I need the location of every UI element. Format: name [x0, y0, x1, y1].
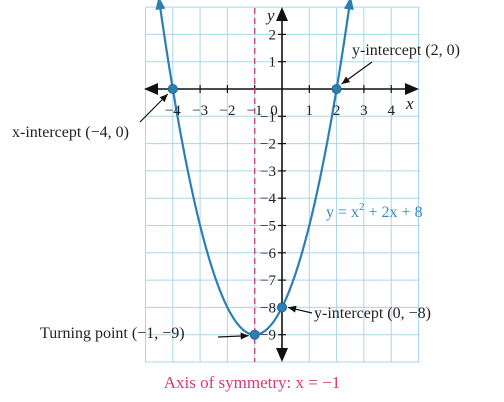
y-tick-label: −6 — [260, 246, 276, 262]
curve-arrow-left — [155, 0, 166, 11]
arrow-y-intercept-2-head — [341, 76, 351, 84]
y-tick-label: −5 — [260, 219, 276, 235]
x-tick-label: 3 — [360, 103, 368, 119]
annotations: x-intercept (−4, 0) y-intercept (2, 0) y-i… — [12, 42, 460, 392]
equation-exponent: 2 — [359, 201, 365, 213]
y-tick-label: −1 — [260, 109, 276, 125]
x-axis-arrow-right — [405, 83, 419, 95]
y-tick-label: 1 — [269, 55, 277, 71]
arrow-y-intercept-0-head — [288, 305, 297, 313]
key-points — [167, 84, 342, 340]
point-x-intercept — [167, 84, 178, 95]
y-tick-label: −4 — [260, 191, 276, 207]
y-tick-label: 2 — [269, 27, 277, 43]
x-axis-letter: x — [405, 94, 414, 113]
y-tick-label: −7 — [260, 273, 276, 289]
arrow-x-intercept-head — [159, 94, 168, 103]
label-turning-point: Turning point (−1, −9) — [40, 325, 185, 342]
y-tick-label: −3 — [260, 164, 276, 180]
x-tick-label: −1 — [247, 103, 263, 119]
y-axis-arrow-down — [276, 348, 288, 362]
symmetry-label: Axis of symmetry: x = −1 — [164, 373, 340, 392]
x-axis-arrow-left — [144, 83, 158, 95]
x-tick-label: 0 — [270, 103, 278, 119]
equation-label: y = x2 + 2x + 8 — [326, 201, 423, 221]
x-tick-label: −2 — [219, 103, 235, 119]
axes — [144, 7, 419, 362]
curve-arrow-right — [343, 0, 354, 11]
point-y-intercept-0 — [276, 302, 287, 313]
y-axis-arrow-up — [276, 7, 288, 21]
x-tick-label: −3 — [192, 103, 208, 119]
y-axis-letter: y — [265, 6, 275, 25]
label-x-intercept: x-intercept (−4, 0) — [12, 124, 129, 141]
point-turning-point — [249, 329, 260, 340]
point-y-intercept-2 — [331, 84, 342, 95]
y-tick-label: −2 — [260, 137, 276, 153]
label-y-intercept-2: y-intercept (2, 0) — [352, 42, 460, 59]
x-tick-label: 1 — [306, 103, 314, 119]
y-tick-label: −9 — [260, 328, 276, 344]
equation-prefix: y = x — [326, 204, 359, 221]
equation-suffix: + 2x + 8 — [365, 204, 423, 221]
x-tick-label: 2 — [333, 103, 341, 119]
label-y-intercept-0: y-intercept (0, −8) — [314, 305, 431, 322]
x-tick-label: 4 — [387, 103, 395, 119]
arrow-turning-point-head — [240, 332, 249, 340]
y-tick-label: −8 — [260, 300, 276, 316]
x-tick-label: −4 — [165, 103, 181, 119]
